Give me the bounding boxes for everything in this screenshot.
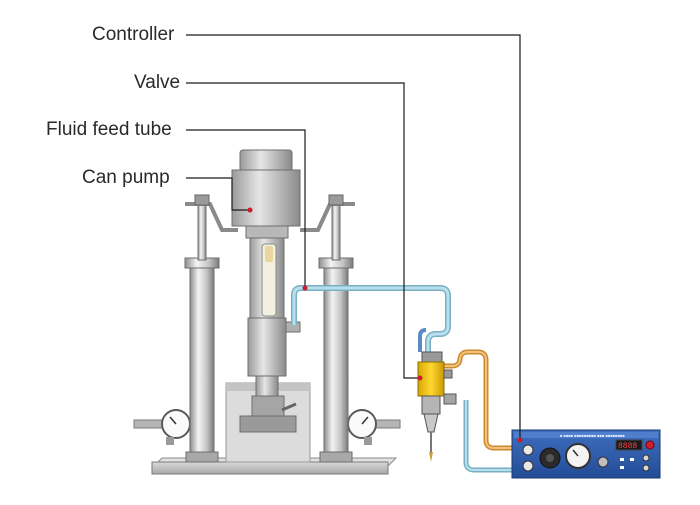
controller-leader bbox=[186, 34, 521, 440]
can-pump-leader bbox=[186, 177, 250, 211]
fluid-feed-tube-leader bbox=[186, 129, 306, 288]
svg-text:8888: 8888 bbox=[618, 442, 637, 451]
controller-label: Controller bbox=[92, 24, 175, 45]
valve-pointer-dot bbox=[417, 375, 423, 381]
fluid-feed-tube bbox=[291, 285, 451, 355]
right-cylinder bbox=[318, 199, 354, 463]
controller: ■ ■■■■ ■■■■■■■■■ ■■■ ■■■■■■■■ 8888 bbox=[511, 429, 661, 479]
air-line-orange bbox=[444, 349, 512, 451]
crossbar-bracket bbox=[185, 194, 355, 232]
fluid-feed-tube-pointer-dot bbox=[302, 285, 308, 291]
can-pump-label: Can pump bbox=[82, 167, 170, 188]
can-pump-pointer-dot bbox=[247, 207, 253, 213]
left-pressure-gauge bbox=[133, 409, 193, 445]
valve-leader bbox=[186, 82, 420, 379]
controller-pointer-dot bbox=[517, 437, 523, 443]
pointer-dots bbox=[247, 207, 523, 443]
svg-text:■ ■■■■ ■■■■■■■■■ ■■■ ■■■■■■■■: ■ ■■■■ ■■■■■■■■■ ■■■ ■■■■■■■■ bbox=[560, 433, 625, 438]
left-cylinder bbox=[184, 199, 220, 463]
fluid-feed-tube-label: Fluid feed tube bbox=[46, 119, 172, 140]
can-pump bbox=[231, 149, 301, 433]
valve-label: Valve bbox=[134, 72, 181, 93]
leader-lines bbox=[186, 34, 521, 440]
air-line-blue bbox=[418, 328, 512, 473]
right-pressure-gauge bbox=[341, 409, 401, 445]
